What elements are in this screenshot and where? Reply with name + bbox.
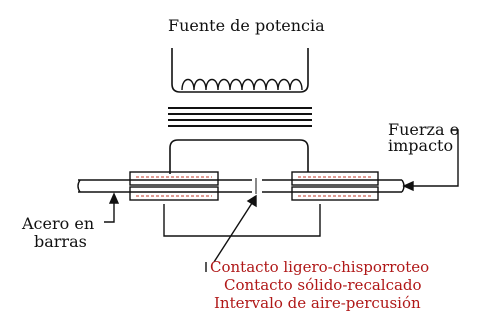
steel-label-line1: Acero en: [22, 214, 95, 233]
force-label-line1: Fuerza o: [388, 120, 460, 139]
air-gap-label: Intervalo de aire-percusión: [214, 294, 421, 312]
contact-light-label: Contacto ligero-chisporroteo: [210, 258, 430, 276]
steel-bar: [77, 178, 405, 194]
clamp-left: [129, 171, 219, 201]
power-source-label: Fuente de potencia: [168, 16, 325, 35]
coil-winding: [181, 78, 303, 91]
force-arrow: [402, 129, 459, 192]
contact-solid-label: Contacto sólido-recalcado: [224, 276, 422, 294]
steel-leader: [104, 192, 120, 223]
contact-leaders: [163, 194, 321, 272]
transformer-core: [168, 107, 312, 127]
steel-label-line2: barras: [34, 232, 87, 251]
power-source-loop: [171, 48, 309, 93]
force-label-line2: impacto: [388, 136, 454, 155]
clamp-right: [291, 171, 379, 201]
secondary-leads: [169, 139, 309, 174]
